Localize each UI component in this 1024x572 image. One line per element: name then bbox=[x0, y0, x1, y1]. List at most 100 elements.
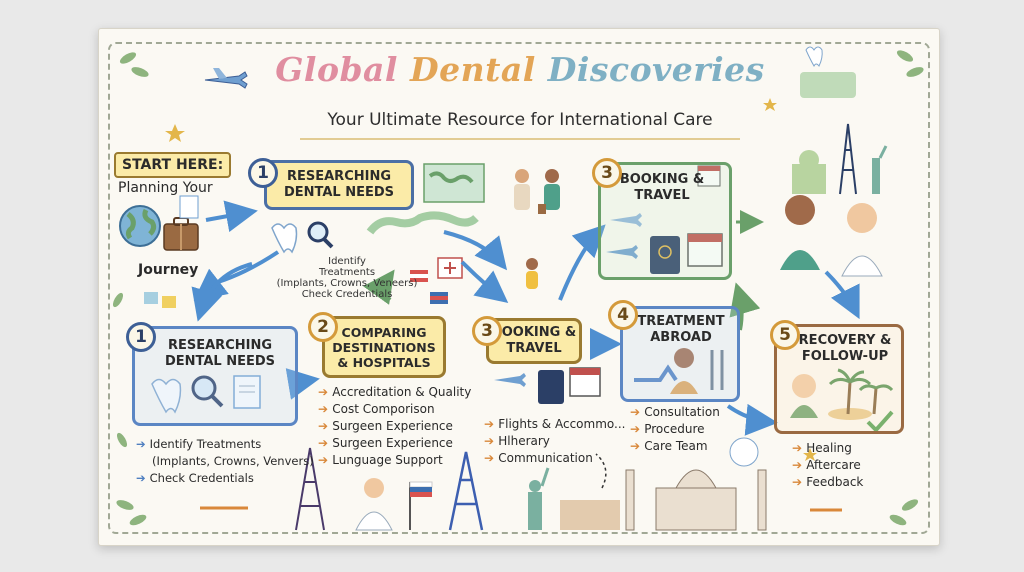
step1-left-title: RESEARCHING DENTAL NEEDS bbox=[164, 338, 276, 369]
title-word-discoveries: Discoveries bbox=[547, 50, 765, 89]
suitcase-icon bbox=[163, 217, 199, 251]
list-item: Feedback bbox=[792, 474, 863, 491]
sticky-note-icon bbox=[144, 292, 158, 304]
page-title: Global Dental Discoveries bbox=[260, 50, 780, 89]
list-item: Healing bbox=[792, 440, 863, 457]
list-item: Identify Treatments bbox=[136, 436, 314, 453]
step4-title-box: TREATMENT ABROAD bbox=[630, 312, 732, 348]
world-map-icon bbox=[366, 163, 485, 235]
step5-list: Healing Aftercare Feedback bbox=[792, 440, 863, 491]
airplane-icon bbox=[606, 245, 638, 259]
step4-list: Consultation Procedure Care Team bbox=[630, 404, 720, 455]
step1-left-title-box: RESEARCHING DENTAL NEEDS bbox=[150, 334, 290, 374]
subtitle: Your Ultimate Resource for International… bbox=[327, 110, 713, 130]
hammock-icon bbox=[800, 72, 856, 98]
tooth-icon bbox=[271, 223, 298, 254]
step5-title-box: RECOVERY & FOLLOW-UP bbox=[790, 328, 900, 370]
flag-icon bbox=[410, 270, 448, 304]
caption-line: Check Credentials bbox=[301, 289, 393, 300]
flow-arrow-green bbox=[729, 282, 761, 331]
dentist-icon bbox=[355, 478, 393, 531]
calendar-icon bbox=[569, 367, 601, 397]
start-here-label: START HERE: bbox=[114, 152, 232, 178]
start-line2: Journey bbox=[138, 262, 199, 278]
hospital-icon bbox=[437, 257, 463, 279]
list-item: Consultation bbox=[630, 404, 720, 421]
globe-icon bbox=[119, 205, 161, 247]
list-item: (Implants, Crowns, Venvers) bbox=[152, 454, 314, 468]
step5-title: RECOVERY & FOLLOW-UP bbox=[798, 333, 892, 364]
statue-of-liberty-icon bbox=[528, 467, 550, 530]
title-word-dental: Dental bbox=[409, 50, 536, 89]
step4-frame bbox=[620, 306, 740, 402]
statue-of-liberty-icon bbox=[872, 145, 888, 194]
airplane-icon bbox=[204, 68, 248, 89]
airplane-icon bbox=[610, 213, 642, 227]
start-line1: Planning Your bbox=[118, 180, 213, 196]
checkmark-icon bbox=[866, 410, 894, 433]
step3-mid-title: BOOKING & TRAVEL bbox=[491, 325, 577, 356]
step3-top-title-box: BOOKING & TRAVEL bbox=[612, 168, 712, 208]
passport-icon bbox=[538, 370, 564, 404]
calendar-icon bbox=[687, 165, 723, 267]
step2-box: COMPARING DESTINATIONS & HOSPITALS bbox=[322, 316, 446, 378]
list-item: Flights & Accommo... bbox=[484, 416, 625, 433]
traveler-icon bbox=[514, 169, 560, 214]
document-icon bbox=[233, 375, 261, 409]
list-item: Procedure bbox=[630, 421, 720, 438]
list-item: Care Team bbox=[630, 438, 720, 455]
taj-mahal-icon bbox=[625, 469, 767, 531]
step5-number: 5 bbox=[770, 320, 800, 350]
step3-mid-number: 3 bbox=[472, 316, 502, 346]
step3-mid-box: BOOKING & TRAVEL bbox=[486, 318, 582, 364]
airplane-icon bbox=[494, 373, 526, 387]
step2-list: Accreditation & Quality Cost Comporison … bbox=[318, 384, 471, 469]
poster-border bbox=[108, 42, 930, 534]
step1-top-caption: Identify Treatments (Implants, Crowns, V… bbox=[262, 256, 432, 300]
step1-top-box: RESEARCHING DENTAL NEEDS bbox=[264, 160, 414, 210]
step3-top-number: 3 bbox=[592, 158, 622, 188]
caption-line: (Implants, Crowns, Veneers) bbox=[276, 278, 418, 289]
list-item: Lunguage Support bbox=[318, 452, 471, 469]
step3-top-title: BOOKING & TRAVEL bbox=[619, 172, 705, 203]
flow-arrow-green bbox=[363, 269, 395, 305]
step1-left-number: 1 bbox=[126, 322, 156, 352]
flag-icon bbox=[409, 481, 433, 530]
list-item: Surgeen Experience bbox=[318, 418, 471, 435]
step3-top-frame bbox=[598, 162, 732, 280]
step2-title: COMPARING DESTINATIONS & HOSPITALS bbox=[332, 324, 436, 370]
step1-top-title: RESEARCHING DENTAL NEEDS bbox=[283, 169, 395, 200]
tooth-icon bbox=[151, 378, 182, 414]
sticky-note-icon bbox=[162, 296, 176, 308]
eiffel-tower-icon bbox=[839, 123, 857, 195]
list-item: Aftercare bbox=[792, 457, 863, 474]
passport-icon bbox=[650, 236, 680, 274]
subtitle-underline bbox=[300, 138, 740, 140]
step4-number: 4 bbox=[608, 300, 638, 330]
dotted-connector bbox=[595, 453, 607, 489]
caption-line: Treatments bbox=[318, 267, 376, 278]
step1-top-number: 1 bbox=[248, 158, 278, 188]
flow-arrows bbox=[191, 200, 860, 436]
dentist-icon bbox=[780, 195, 883, 277]
magnifier-icon bbox=[307, 221, 334, 249]
palm-island-icon bbox=[790, 368, 894, 420]
magnifier-icon bbox=[191, 375, 224, 408]
list-item: Communication bbox=[484, 450, 625, 467]
tooth-icon bbox=[805, 46, 823, 68]
child-traveler-icon bbox=[526, 258, 538, 289]
step4-title: TREATMENT ABROAD bbox=[637, 314, 725, 345]
temple-icon bbox=[792, 150, 826, 194]
list-item: Check Credentials bbox=[136, 470, 314, 487]
step1-left-list: Identify Treatments (Implants, Crowns, V… bbox=[136, 436, 314, 487]
leaf-decoration-icon bbox=[112, 50, 924, 526]
list-item: Cost Comporison bbox=[318, 401, 471, 418]
step2-number: 2 bbox=[308, 312, 338, 342]
step3-mid-list: Flights & Accommo... Hlherary Communicat… bbox=[484, 416, 625, 467]
step1-left-frame bbox=[132, 326, 298, 426]
tooth-icon bbox=[729, 437, 759, 467]
list-item: Surgeen Experience bbox=[318, 435, 471, 452]
document-icon bbox=[179, 195, 199, 219]
colosseum-icon bbox=[560, 500, 620, 530]
